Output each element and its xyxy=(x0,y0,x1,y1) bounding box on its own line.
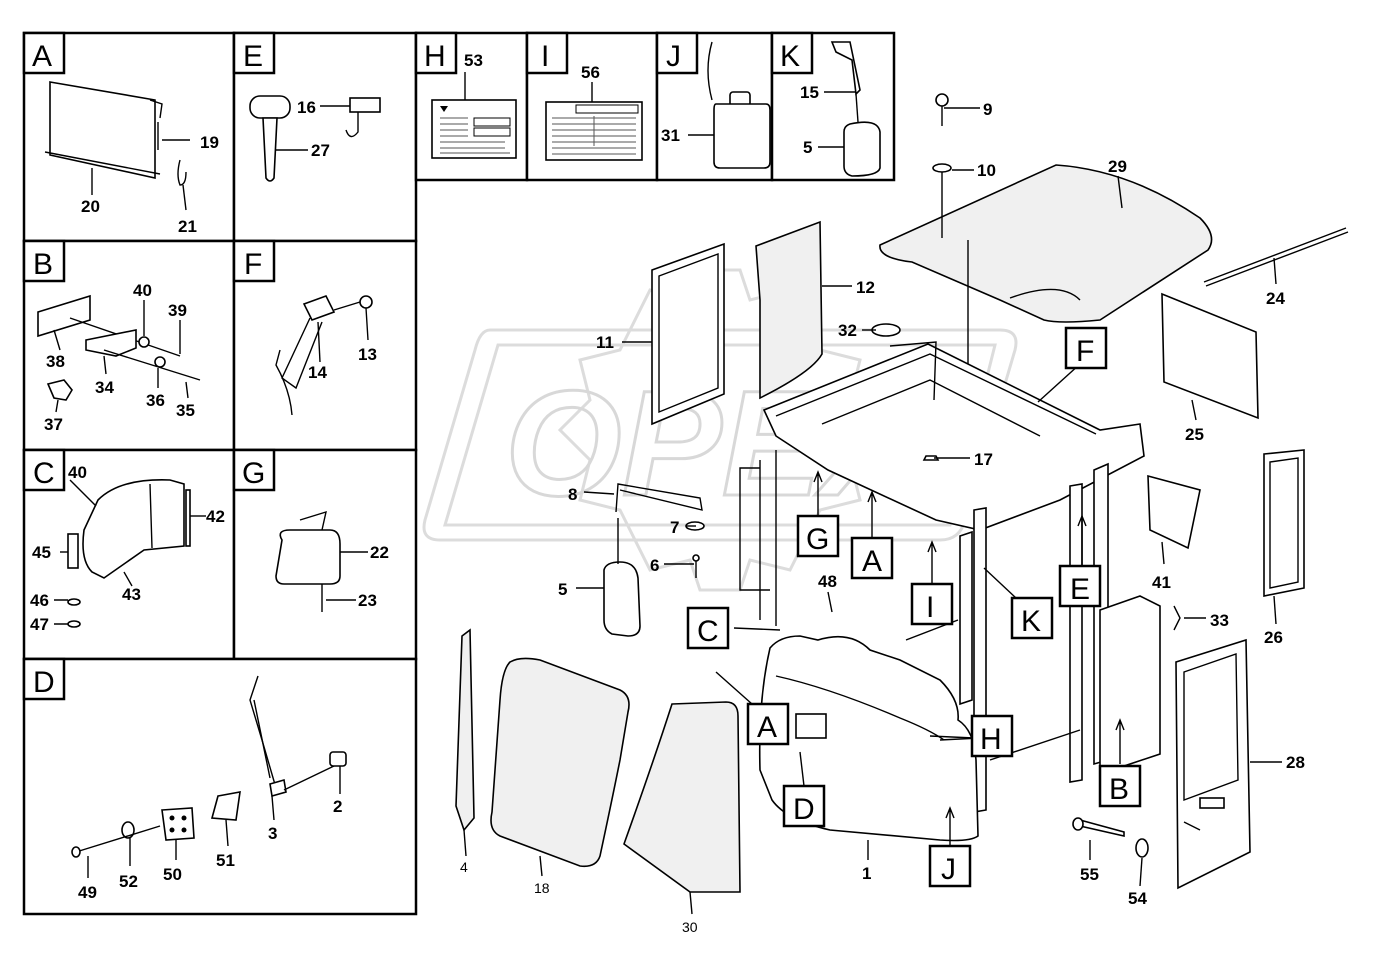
callout-25: 25 xyxy=(1185,425,1204,444)
tag-d: D xyxy=(793,793,815,826)
callout-12: 12 xyxy=(856,278,875,297)
panel-h-nameplate: 53 xyxy=(431,51,517,159)
callout-18: 18 xyxy=(534,880,550,896)
panel-g-letter: G xyxy=(242,457,265,490)
callout-38: 38 xyxy=(46,352,65,371)
callout-35: 35 xyxy=(176,401,195,420)
tag-k: K xyxy=(1021,605,1041,638)
callout-39: 39 xyxy=(168,301,187,320)
callout-16: 16 xyxy=(297,98,316,117)
callout-29: 29 xyxy=(1108,157,1127,176)
callout-2: 2 xyxy=(333,797,342,816)
panel-k-letter: K xyxy=(780,40,800,73)
callout-42: 42 xyxy=(206,507,225,526)
callout-5-main: 5 xyxy=(558,580,567,599)
callout-21: 21 xyxy=(178,217,197,236)
callout-1: 1 xyxy=(862,864,871,883)
panel-j-washer-tank: 31 xyxy=(661,41,771,169)
callout-13: 13 xyxy=(358,345,377,364)
cab-exploded-view xyxy=(455,93,1349,915)
callout-14: 14 xyxy=(308,363,327,382)
callout-37: 37 xyxy=(44,415,63,434)
callout-27: 27 xyxy=(311,141,330,160)
callout-55: 55 xyxy=(1080,865,1099,884)
panel-a-sunshade: 19 20 21 xyxy=(44,81,219,236)
callout-45: 45 xyxy=(32,543,51,562)
callout-47: 47 xyxy=(30,615,49,634)
tag-b: B xyxy=(1109,773,1129,806)
panel-j-letter: J xyxy=(666,40,681,73)
callout-22: 22 xyxy=(370,543,389,562)
callout-53: 53 xyxy=(464,51,483,70)
panel-b-letter: B xyxy=(33,248,53,281)
callout-10: 10 xyxy=(977,161,996,180)
callout-52: 52 xyxy=(119,872,138,891)
panel-letter-tags: A E H I J K B F C G D xyxy=(22,31,814,701)
callout-51: 51 xyxy=(216,851,235,870)
callout-40-b: 40 xyxy=(133,281,152,300)
panel-i-label-plate: 56 xyxy=(545,63,643,161)
tag-g: G xyxy=(806,523,829,556)
panel-g-mirror: 22 23 xyxy=(275,510,389,612)
callout-54: 54 xyxy=(1128,889,1147,908)
panel-b-bracket: 40 39 38 34 36 35 37 xyxy=(37,281,201,434)
panel-a-letter: A xyxy=(32,40,52,73)
tag-c: C xyxy=(697,615,719,648)
callout-34: 34 xyxy=(95,378,114,397)
callout-40-c: 40 xyxy=(68,463,87,482)
callout-28: 28 xyxy=(1286,753,1305,772)
tag-j: J xyxy=(941,853,956,886)
callout-41: 41 xyxy=(1152,573,1171,592)
callout-17: 17 xyxy=(974,450,993,469)
tag-f: F xyxy=(1076,335,1094,368)
panel-f-wiper: 14 13 xyxy=(275,295,377,416)
tag-a-upper: A xyxy=(862,545,882,578)
callout-20: 20 xyxy=(81,197,100,216)
callout-15: 15 xyxy=(800,83,819,102)
tag-h: H xyxy=(980,723,1002,756)
tag-i: I xyxy=(926,591,934,624)
panel-c-letter: C xyxy=(33,457,55,490)
callout-24: 24 xyxy=(1266,289,1285,308)
panel-k-mirror: 15 5 xyxy=(800,41,881,177)
callout-56: 56 xyxy=(581,63,600,82)
callout-46: 46 xyxy=(30,591,49,610)
callout-5-k: 5 xyxy=(803,138,812,157)
panel-f-letter: F xyxy=(244,248,262,281)
panel-d-wiper-motor: 2 3 49 52 50 51 xyxy=(71,675,347,902)
callout-26: 26 xyxy=(1264,628,1283,647)
main-letter-tags: F G A E I K C A H B D J xyxy=(686,326,1142,888)
callout-3: 3 xyxy=(268,824,277,843)
main-callouts: 9 10 29 24 12 32 11 25 8 17 7 6 5 48 41 … xyxy=(460,100,1305,935)
callout-6: 6 xyxy=(650,556,659,575)
panel-e-hammer-hook: 16 27 xyxy=(249,95,381,182)
callout-49: 49 xyxy=(78,883,97,902)
callout-9: 9 xyxy=(983,100,992,119)
callout-4: 4 xyxy=(460,859,468,875)
panel-e-letter: E xyxy=(243,40,263,73)
callout-33: 33 xyxy=(1210,611,1229,630)
callout-36: 36 xyxy=(146,391,165,410)
callout-31: 31 xyxy=(661,126,680,145)
callout-8: 8 xyxy=(568,485,577,504)
panel-h-letter: H xyxy=(424,40,446,73)
callout-32: 32 xyxy=(838,321,857,340)
callout-11: 11 xyxy=(596,333,614,352)
callout-23: 23 xyxy=(358,591,377,610)
callout-48: 48 xyxy=(818,572,837,591)
tag-e: E xyxy=(1070,573,1090,606)
callout-50: 50 xyxy=(163,865,182,884)
callout-30: 30 xyxy=(682,919,698,935)
panel-d-letter: D xyxy=(33,666,55,699)
callout-19: 19 xyxy=(200,133,219,152)
panel-i-letter: I xyxy=(541,40,549,73)
callout-7: 7 xyxy=(670,518,679,537)
tag-a-lower: A xyxy=(757,711,777,744)
panel-c-cover: 40 42 45 43 46 47 xyxy=(30,463,225,634)
callout-43: 43 xyxy=(122,585,141,604)
